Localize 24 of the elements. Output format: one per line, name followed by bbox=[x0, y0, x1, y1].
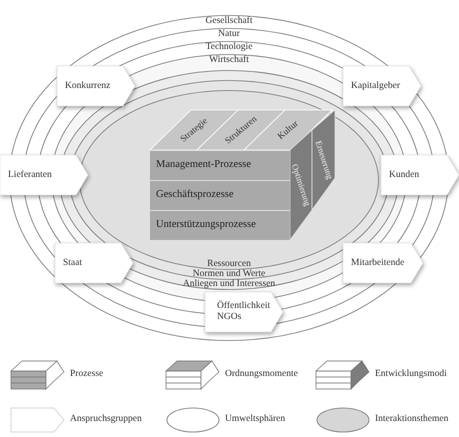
stakeholder-label: Kapitalgeber bbox=[351, 80, 400, 92]
stakeholder-label: NGOs bbox=[217, 312, 242, 323]
legend-label: Entwicklungsmodi bbox=[375, 369, 447, 379]
legend-label: Anspruchsgruppen bbox=[70, 414, 142, 424]
sphere-label: Wirtschaft bbox=[209, 55, 249, 66]
sphere-label: Natur bbox=[218, 29, 240, 40]
legend-label: Ordnungsmomente bbox=[225, 369, 298, 379]
sphere-label: Anliegen und Interessen bbox=[182, 279, 276, 290]
stakeholder-label: Kunden bbox=[389, 170, 420, 180]
stakeholder-label: Konkurrenz bbox=[65, 80, 110, 92]
stakeholder-label: Mitarbeitende bbox=[351, 258, 404, 268]
stakeholder-label: Öffentlichkeit bbox=[217, 301, 270, 312]
legend-label: Prozesse bbox=[70, 369, 104, 379]
sphere-label: Normen und Werte bbox=[192, 269, 266, 279]
legend-label: Interaktionsthemen bbox=[375, 414, 448, 424]
process-layer: Management-Prozesse bbox=[150, 150, 290, 180]
process-layer: Geschäftsprozesse bbox=[150, 180, 290, 210]
stakeholder-label: Staat bbox=[63, 258, 82, 268]
legend-label: Umweltsphären bbox=[225, 414, 286, 424]
stakeholder-label: Lieferanten bbox=[8, 170, 52, 180]
sphere-label: Ressourcen bbox=[207, 259, 251, 270]
process-layer: Unterstützungsprozesse bbox=[150, 210, 290, 240]
sphere-label: Gesellschaft bbox=[206, 16, 252, 27]
sphere-label: Technologie bbox=[206, 42, 252, 53]
